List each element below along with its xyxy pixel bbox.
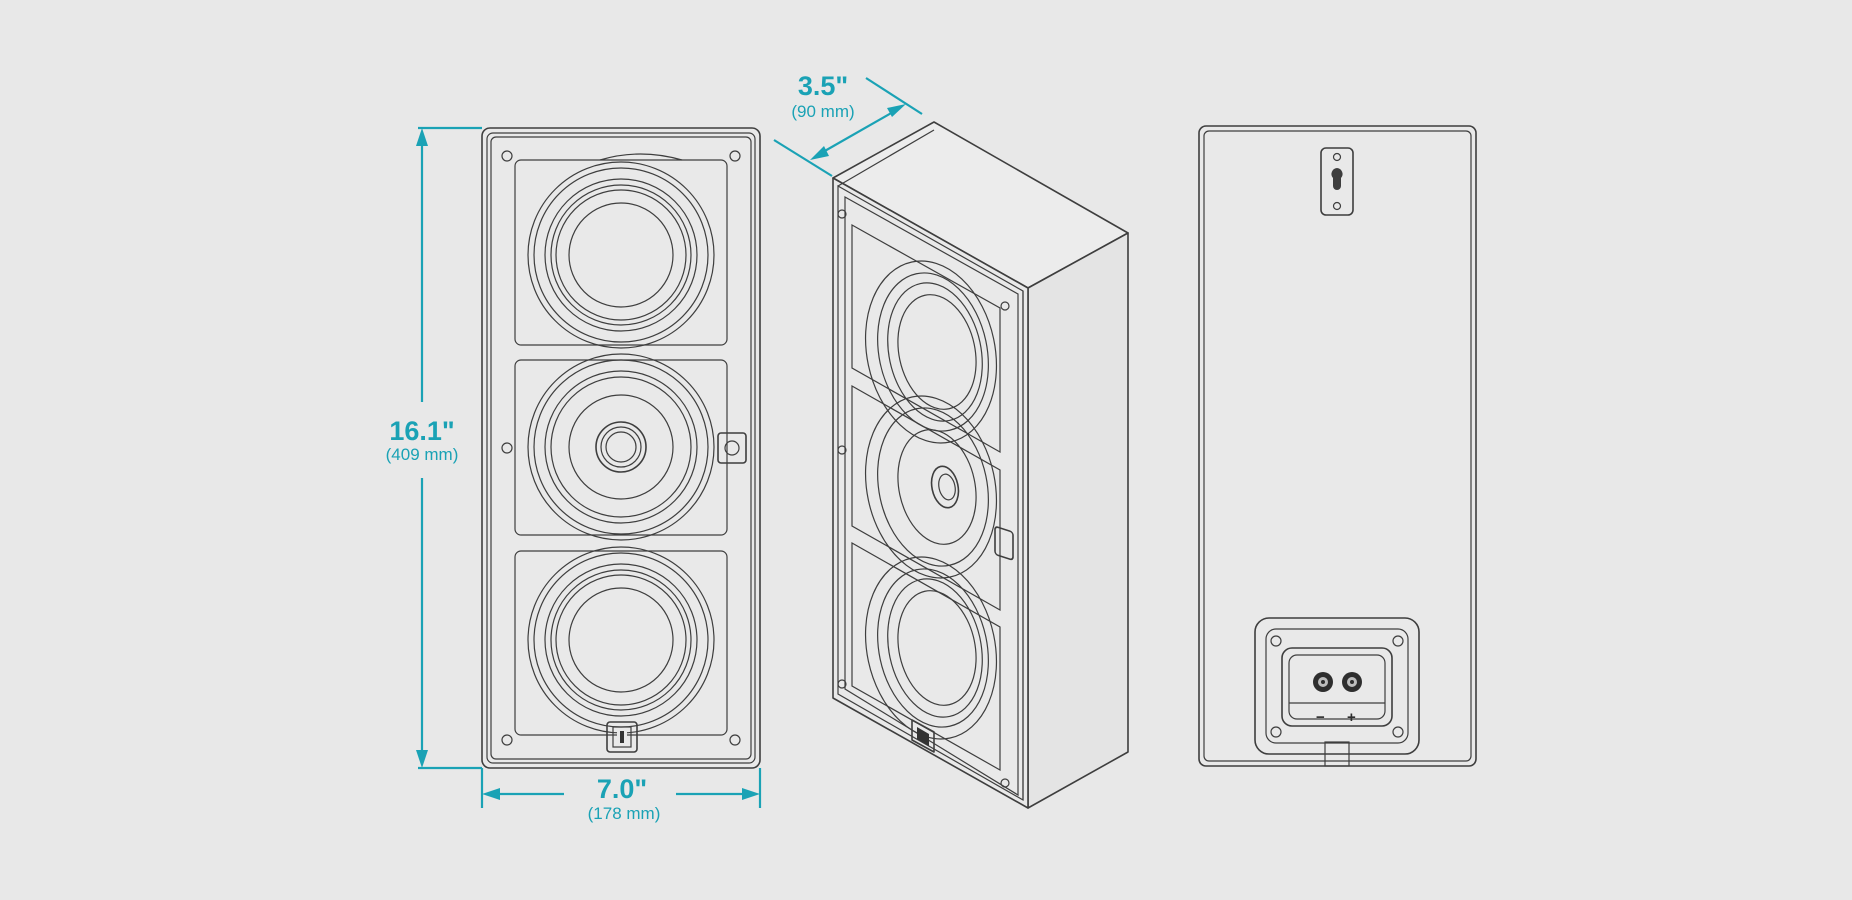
keyhole-mount-icon [1320,147,1354,216]
perspective-lower-woofer [864,556,998,740]
depth-inches: 3.5" [798,71,848,101]
depth-mm: (90 mm) [791,102,854,121]
front-coaxial-tweeter [527,353,715,541]
height-inches: 16.1" [389,416,454,446]
terminal-plate: − + [1254,617,1420,767]
rear-view: − + [1198,125,1477,767]
height-dimension: 16.1" (409 mm) [386,126,482,770]
depth-dimension: 3.5" (90 mm) [773,71,923,177]
binding-post-icon [1313,672,1362,692]
width-inches: 7.0" [597,774,647,804]
width-mm: (178 mm) [588,804,661,823]
front-mount-tab [717,432,747,464]
perspective-view [832,121,1129,809]
logo-badge-icon [606,721,638,753]
width-dimension: 7.0" (178 mm) [480,768,762,823]
front-view [481,127,761,769]
front-upper-woofer [527,161,715,349]
front-screw-holes [501,150,741,746]
positive-terminal-label: + [1347,709,1356,726]
negative-terminal-label: − [1316,709,1325,726]
perspective-upper-woofer [864,260,998,444]
height-mm: (409 mm) [386,445,459,464]
perspective-logo-badge-icon [911,719,935,753]
